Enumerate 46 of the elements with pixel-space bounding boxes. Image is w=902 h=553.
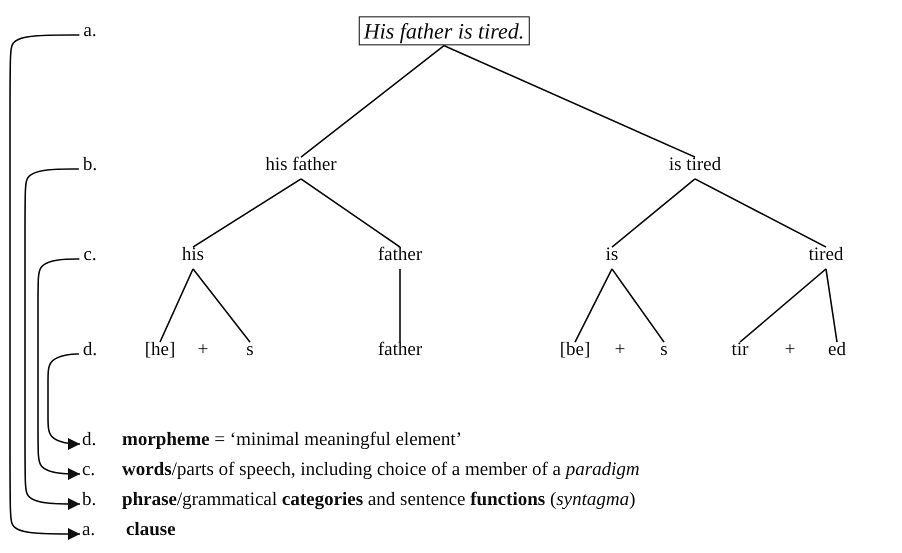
tree-branch xyxy=(159,268,194,342)
tree-node-label: father xyxy=(378,244,422,266)
definition-text: clause xyxy=(125,519,176,541)
tree-node-label: s xyxy=(660,339,668,361)
definition-text: words/parts of speech, including choice of a member of a paradigm xyxy=(122,459,640,481)
tree-node-label: father xyxy=(378,339,422,361)
tree-node-label: [he] xyxy=(144,339,176,361)
tree-branch xyxy=(574,268,613,342)
tree-branch xyxy=(300,45,444,158)
definition-text: phrase/grammatical categories and sentence functions (syntagma) xyxy=(122,489,636,511)
level-letter: d. xyxy=(82,429,98,451)
tree-node-label: his father xyxy=(265,154,337,176)
tree-node-label: is tired xyxy=(668,154,722,176)
tree-node-label: his xyxy=(182,244,204,266)
level-letter: b. xyxy=(82,489,98,511)
tree-branch xyxy=(694,178,826,248)
definition-text: morpheme = ‘minimal meaningful element’ xyxy=(122,429,462,451)
tree-node-label: [be] xyxy=(560,339,590,361)
plus-sign: + xyxy=(614,339,626,361)
level-letter: c. xyxy=(82,459,96,481)
tree-branch xyxy=(611,268,665,343)
tree-branch xyxy=(739,268,827,343)
tree-branch xyxy=(444,44,696,158)
sentence-box: His father is tired. xyxy=(358,16,530,46)
bracket-arrow xyxy=(47,353,80,450)
level-letter: a. xyxy=(83,20,97,42)
tree-branch xyxy=(825,268,838,342)
tree-branch xyxy=(399,268,401,342)
plus-sign: + xyxy=(784,339,796,361)
level-letter: a. xyxy=(82,519,96,541)
level-letter: b. xyxy=(82,154,98,176)
tree-node-label: ed xyxy=(828,339,846,361)
bracket-arrow xyxy=(9,34,80,540)
tree-branch xyxy=(192,268,251,343)
bracket-arrow xyxy=(24,168,80,510)
level-letter: c. xyxy=(83,244,97,266)
tree-branch xyxy=(300,178,400,248)
bracket-arrow xyxy=(37,258,80,480)
tree-node-label: tir xyxy=(732,339,748,361)
plus-sign: + xyxy=(198,339,208,361)
tree-node-label: tired xyxy=(808,244,844,266)
tree-node-label: is xyxy=(606,244,618,266)
tree-node-label: s xyxy=(246,339,254,361)
tree-branch xyxy=(612,178,696,248)
tree-branch xyxy=(192,178,302,248)
level-letter: d. xyxy=(82,339,98,361)
